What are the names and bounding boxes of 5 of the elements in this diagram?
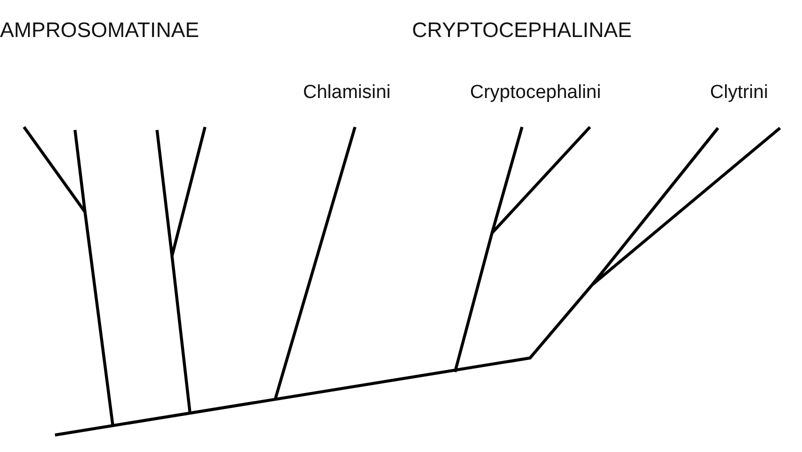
taxon-label: Clytrini	[710, 83, 768, 102]
clade-label: AMPROSOMATINAE	[0, 20, 200, 41]
taxon-label: Chlamisini	[303, 83, 391, 102]
taxon-label: Cryptocephalini	[470, 83, 601, 102]
clade-label: CRYPTOCEPHALINAE	[412, 20, 632, 41]
